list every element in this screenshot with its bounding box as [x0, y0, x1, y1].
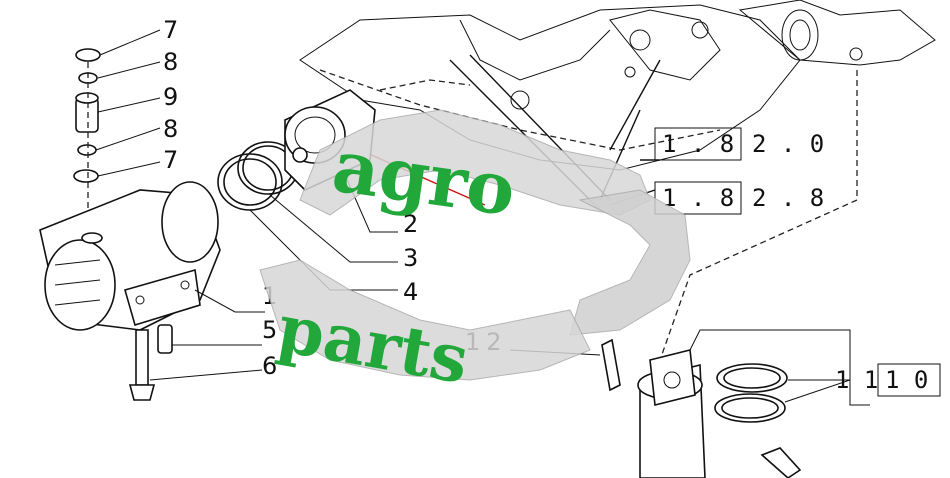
callout-9: 9 [163, 83, 178, 111]
callout-5: 5 [262, 316, 277, 344]
callout-7-top: 7 [163, 16, 178, 44]
watermark-logo: agro parts [259, 109, 691, 399]
callout-2: 2 [403, 210, 418, 238]
ref-1110-plain: 1 1 [835, 366, 878, 394]
callout-6: 6 [262, 352, 277, 380]
callout-8-top: 8 [163, 48, 178, 76]
ref-1820-boxed: 1 . 8 [662, 130, 734, 158]
callout-7-bottom: 7 [163, 146, 178, 174]
reference-1820: 1 . 8 2 . 0 [654, 127, 824, 161]
cylinder-body [39, 181, 221, 401]
watermark-word-parts: parts [272, 289, 474, 399]
callout-4: 4 [403, 278, 418, 306]
ref-1828-rest: 2 . 8 [752, 184, 824, 212]
ref-1820-rest: 2 . 0 [752, 130, 824, 158]
seal-stack [73, 48, 101, 240]
ref-1110-boxed: 1 0 [885, 366, 928, 394]
reference-1110: 1 1 1 0 [835, 363, 941, 397]
ref-1828-boxed: 1 . 8 [662, 184, 734, 212]
lower-cylinder [601, 338, 802, 478]
callout-8-bottom: 8 [163, 115, 178, 143]
callout-3: 3 [403, 244, 418, 272]
reference-1828: 1 . 8 2 . 8 [654, 181, 824, 215]
